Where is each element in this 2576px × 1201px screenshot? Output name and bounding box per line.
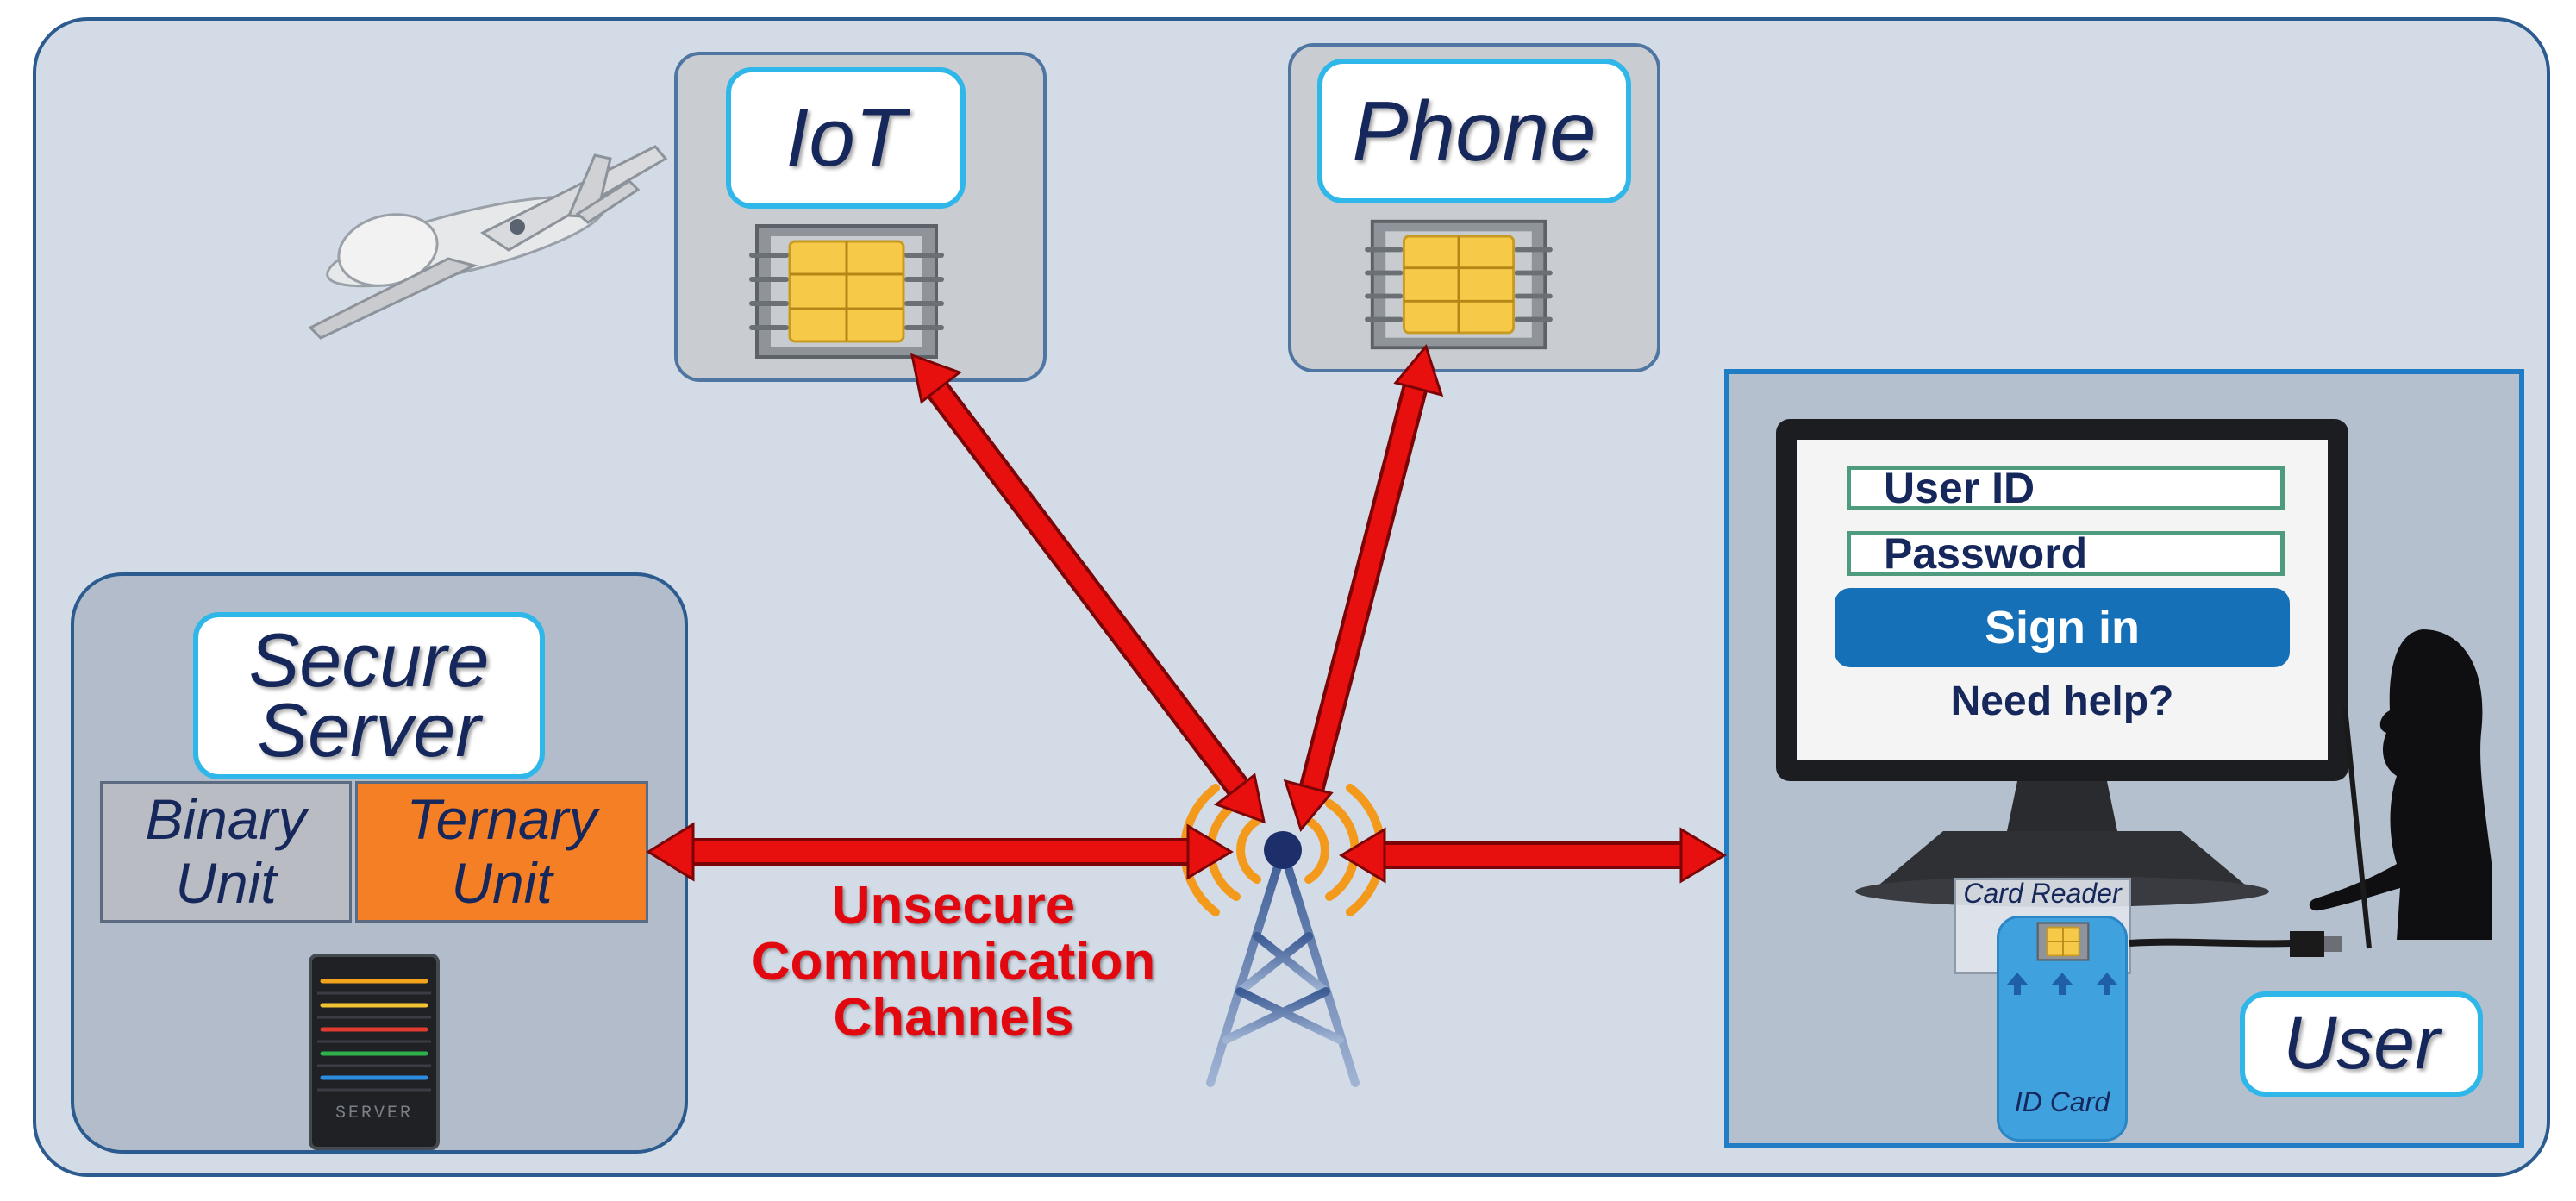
drone-icon: [308, 145, 668, 340]
channels-line3: Channels: [833, 988, 1074, 1048]
unsecure-channels-label: Unsecure Communication Channels: [721, 878, 1186, 1050]
password-field[interactable]: Password: [1847, 531, 2285, 576]
id-card-chip-icon: [2036, 922, 2090, 961]
ternary-unit: Ternary Unit: [355, 781, 648, 923]
arrow-to-user: [1339, 827, 1727, 884]
server-rack-icon: SERVER: [309, 954, 440, 1150]
arrow-to-iot: [910, 353, 1266, 824]
secure-server-line2: Server: [257, 687, 481, 773]
phone-sim-chip-icon: [1365, 219, 1553, 350]
binary-unit: Binary Unit: [100, 781, 352, 923]
card-reader-label: Card Reader: [1963, 878, 2122, 909]
secure-server-label: Secure Server: [193, 612, 545, 779]
iot-label: IoT: [726, 67, 966, 209]
channels-line1: Unsecure: [831, 876, 1076, 935]
insert-arrows-icon: [2007, 973, 2117, 995]
user-label: User: [2240, 991, 2483, 1097]
id-card-label: ID Card: [2014, 1086, 2110, 1117]
need-help-link[interactable]: Need help?: [1950, 679, 2174, 724]
channels-line2: Communication: [751, 932, 1156, 992]
sign-in-button[interactable]: Sign in: [1835, 588, 2290, 667]
binary-unit-line2: Unit: [175, 851, 277, 915]
user-id-field[interactable]: User ID: [1847, 466, 2285, 510]
arrow-to-server: [646, 822, 1234, 882]
secure-server-line1: Secure: [248, 617, 490, 704]
binary-unit-line1: Binary: [145, 787, 307, 852]
ternary-unit-line1: Ternary: [406, 787, 597, 852]
usb-cable-icon: [2129, 931, 2342, 957]
user-silhouette-icon: [2309, 629, 2492, 949]
antenna-tower-icon: [1180, 784, 1385, 1134]
ternary-unit-line2: Unit: [451, 851, 553, 915]
arrow-to-phone: [1283, 343, 1444, 833]
phone-label: Phone: [1317, 59, 1631, 203]
iot-sim-chip-icon: [749, 224, 944, 359]
server-rack-text: SERVER: [335, 1104, 413, 1123]
